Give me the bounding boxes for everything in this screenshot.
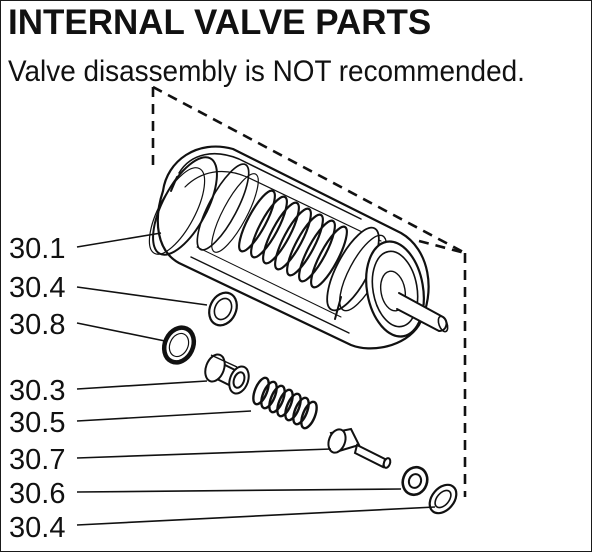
callout-30-7: 30.7 [9,444,65,476]
callout-30-6: 30.6 [9,478,65,510]
seat-drawing [204,353,250,395]
callout-30-3: 30.3 [9,375,65,407]
callout-30-5: 30.5 [9,407,65,439]
callout-30-8: 30.8 [9,309,65,341]
callout-30-4-upper: 30.4 [9,272,65,304]
lower-washer-drawing [428,483,458,515]
stem-drawing [327,427,392,469]
page-subtitle: Valve disassembly is NOT recommended. [8,55,525,88]
page-title: INTERNAL VALVE PARTS [8,3,432,42]
o-ring-drawing [161,325,197,365]
upper-washer-drawing [208,291,238,327]
nut-drawing [401,465,429,497]
callout-30-1: 30.1 [9,233,65,265]
spring-drawing [252,376,318,430]
dashed-enclosure [151,85,467,497]
leader-lines [76,232,436,526]
valve-cartridge-drawing [148,145,449,350]
callout-30-4-lower: 30.4 [9,512,65,544]
